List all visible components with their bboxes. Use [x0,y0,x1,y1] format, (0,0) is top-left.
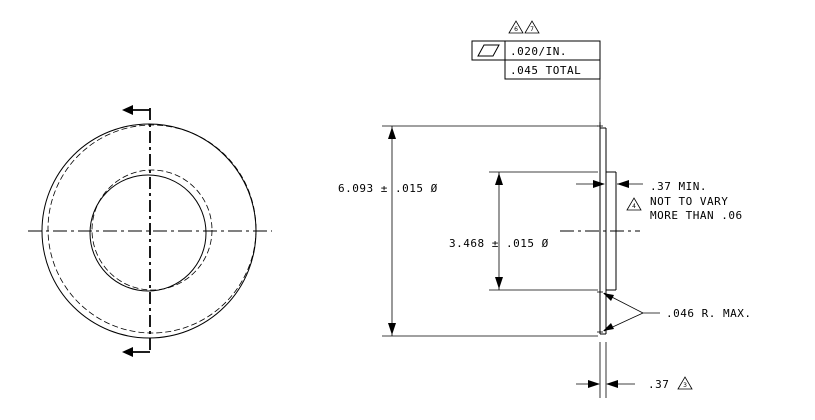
radius-label: .046 R. MAX. [666,307,751,320]
step-note-line-2: MORE THAN .06 [650,209,743,222]
step-dimension [576,180,643,188]
thickness-dimension [576,342,635,398]
inner-diameter-label: 3.468 ± .015 Ø [449,237,549,250]
flatness-icon [477,44,500,57]
side-view: 6 7 .020/IN. .045 TOTAL [338,20,751,398]
radius-leader [603,292,660,332]
inner-circle-ghost [91,169,213,291]
svg-text:4: 4 [632,203,636,210]
part-profile [597,122,617,335]
section-arrow-top-head [122,105,133,115]
flag-note-3: 3 [677,376,693,390]
feature-control-frame: .020/IN. .045 TOTAL [471,40,601,122]
outer-diameter-label: 6.093 ± .015 Ø [338,182,438,195]
outer-circle-ghost [47,124,257,334]
flag-note-6: 6 [508,20,524,34]
svg-text:6: 6 [514,26,518,33]
inner-diameter-dimension [489,171,598,291]
section-arrow-bottom-head [122,347,133,357]
step-min-label: .37 MIN. [650,180,707,193]
svg-text:7: 7 [530,26,534,33]
flatness-per-inch: .020/IN. [510,45,567,58]
inner-circle [89,174,207,292]
flag-note-4: 4 [626,197,642,211]
outer-diameter-dimension [382,125,598,337]
svg-text:3: 3 [683,382,687,389]
flatness-total: .045 TOTAL [510,64,581,77]
thickness-label: .37 [648,378,669,391]
front-view [28,105,272,357]
step-note-line-1: NOT TO VARY [650,195,728,208]
flag-note-7: 7 [524,20,540,34]
